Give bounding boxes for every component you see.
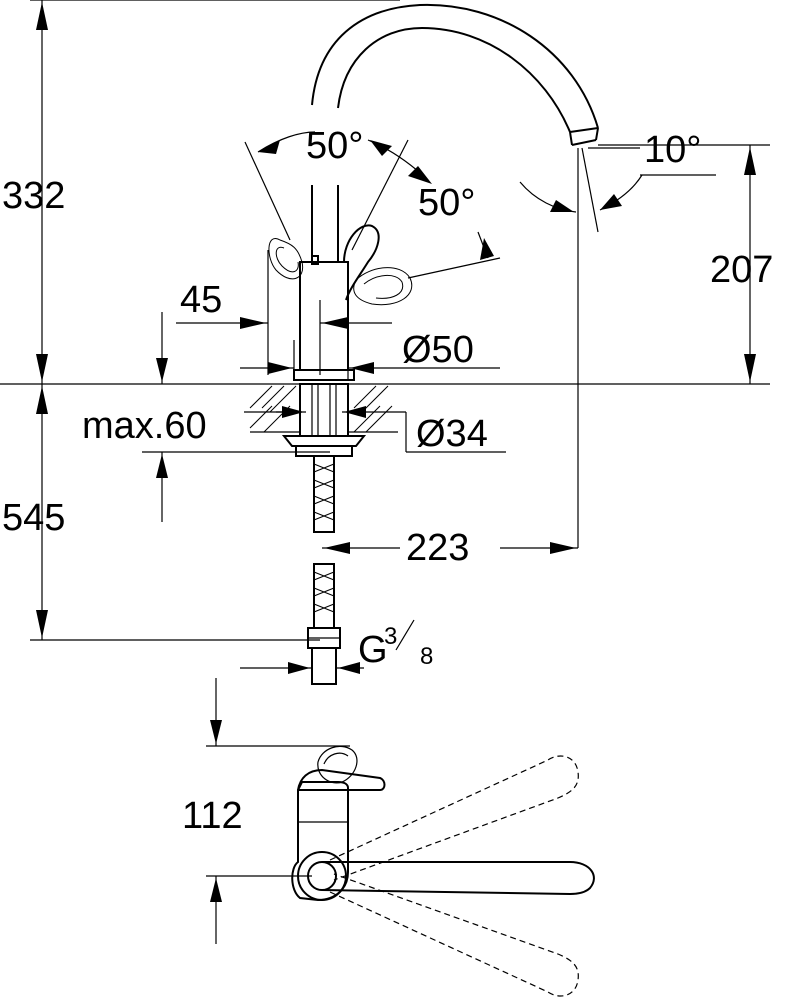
thread-numerator-label: 3 xyxy=(384,623,397,650)
deck-hatch xyxy=(249,385,393,433)
base-diameter-label: Ø50 xyxy=(402,329,474,371)
handle-offset-dimension xyxy=(176,250,392,375)
spout-height-dimension xyxy=(598,144,770,384)
handle-angle-left-label: 50° xyxy=(306,125,363,167)
mounting-shank xyxy=(281,383,367,457)
spout-reach-label: 223 xyxy=(406,527,469,569)
top-view-height-label: 112 xyxy=(182,795,243,837)
left-dimension-lines xyxy=(30,0,400,641)
handle-ghost-positions xyxy=(268,238,413,306)
total-height-label: 332 xyxy=(2,175,65,217)
spout-reach-dimension xyxy=(322,542,578,554)
handle-angle-annotations xyxy=(244,131,501,279)
handle-angle-right-label: 50° xyxy=(418,182,475,224)
faucet-body xyxy=(293,185,355,381)
top-view xyxy=(291,745,595,997)
thread-g-label: G xyxy=(358,629,388,671)
thread-dimension xyxy=(240,619,415,674)
deck-thickness-label: max.60 xyxy=(82,405,207,447)
below-deck-label: 545 xyxy=(2,497,65,539)
base-diameter-dimension xyxy=(240,340,500,380)
thread-denominator-label: 8 xyxy=(420,643,433,670)
spout-height-label: 207 xyxy=(710,249,773,291)
supply-hose xyxy=(307,455,341,685)
handle xyxy=(343,224,380,301)
handle-offset-label: 45 xyxy=(180,279,222,321)
hole-diameter-label: Ø34 xyxy=(416,413,488,455)
spout xyxy=(311,3,599,146)
hole-diameter-dimension xyxy=(276,406,506,453)
spout-angle-label: 10° xyxy=(644,129,701,171)
spout-angle-annotation xyxy=(519,147,716,548)
top-view-height-dimension xyxy=(206,678,350,944)
